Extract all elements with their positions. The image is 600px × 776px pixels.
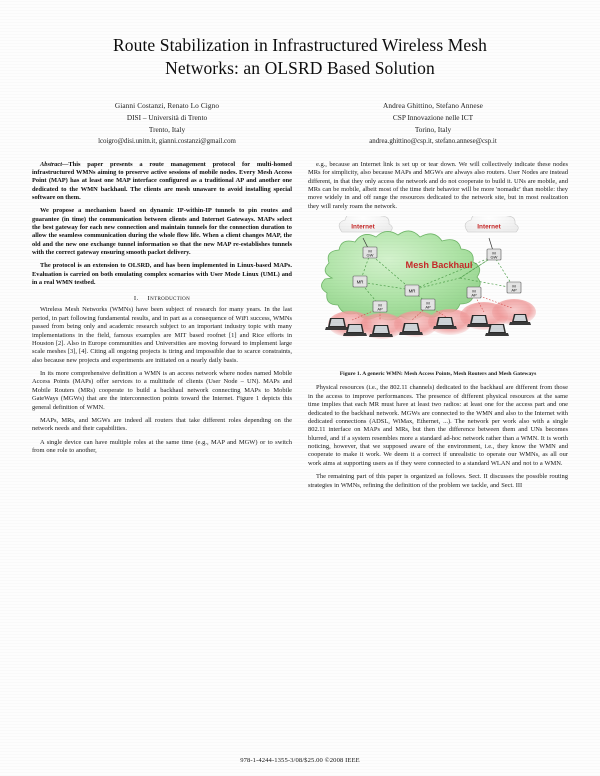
laptop-icon [509,314,531,326]
intro-paragraph-2: In its more comprehensive definition a W… [32,370,292,411]
svg-text:M: M [426,300,429,305]
figure-1-label: Figure 1. [339,371,362,378]
svg-text:GW: GW [367,252,374,257]
right-paragraph-3: The remaining part of this paper is orga… [308,473,568,489]
laptop-icon [399,323,423,336]
node-map-left: M AP [372,300,388,313]
author-emails-right: andrea.ghittino@csp.it, stefano.annese@c… [369,137,497,145]
internet-cloud-left-icon [338,216,393,233]
author-emails-left: lcoigro@disi.unitn.it, gianni.costanzi@g… [98,137,236,145]
abstract-text-1: —This paper presents a route management … [32,160,292,202]
author-affiliation-right: CSP Innovazione nelle ICT [392,113,474,122]
svg-text:AP: AP [471,292,477,297]
user-node-laptops [325,314,531,338]
svg-text:M: M [368,248,371,253]
figure-1-caption-text: A generic WMN: Mesh Access Points, Mesh … [362,371,537,378]
mesh-node-group: M GW MR MR [352,246,522,313]
right-paragraph-1: e.g., because an Internet link is set up… [308,160,568,210]
figure-1-caption: Figure 1. A generic WMN: Mesh Access Poi… [308,368,568,378]
laptop-icon [369,325,393,338]
svg-text:M: M [512,283,515,288]
abstract-label: Abstract [40,160,63,168]
node-mr-center: MR [404,284,420,297]
author-names-left: Gianni Costanzi, Renato Lo Cigno [114,101,220,111]
laptop-icon [485,324,509,337]
section-number: I. [133,295,139,303]
title-line-1: Route Stabilization in Infrastructured W… [112,35,487,55]
column-left: Abstract—This paper presents a route man… [32,161,292,461]
laptop-icon [343,324,367,337]
node-map-center: M AP [420,298,436,311]
intro-paragraph-3: MAPs, MRs, and MGWs are indeed all route… [32,416,292,433]
wmn-topology-diagram: M GW MR MR [321,216,536,340]
title-line-2: Networks: an OLSRD Based Solution [165,58,435,79]
column-right: e.g., because an Internet link is set up… [308,161,568,495]
internet-label-right: Internet [477,224,501,231]
author-location-left: Trento, Italy [148,124,186,134]
internet-cloud-right-icon [464,216,519,233]
mesh-backhaul-label: Mesh Backhaul [406,260,473,270]
author-location-right: Torino, Italy [414,124,452,134]
section-title: Introduction [147,295,191,303]
two-column-body: Abstract—This paper presents a route man… [0,147,600,495]
author-affiliation-left: DISI – Università di Trento [126,113,208,122]
node-map-right-upper: M AP [506,281,522,294]
svg-text:MR: MR [409,289,416,294]
node-map-right-lower: M AP [466,286,482,299]
page-title: Route Stabilization in Infrastructured W… [0,0,600,80]
svg-text:AP: AP [511,287,517,292]
figure-1: M GW MR MR [308,216,568,378]
svg-text:MR: MR [357,280,364,285]
right-paragraph-2: Physical resources (i.e., the 802.11 cha… [308,384,568,467]
svg-text:AP: AP [377,306,383,311]
abstract-paragraph-2: We propose a mechanism based on dynamic … [32,207,292,257]
laptop-icon [433,317,457,330]
abstract-paragraph-3: The protocol is an extension to OLSRD, a… [32,262,292,287]
laptop-icon [325,318,349,331]
intro-paragraph-1: Wireless Mesh Networks (WMNs) have been … [32,306,292,364]
svg-text:M: M [472,288,475,293]
laptop-icon [467,315,491,328]
author-group-right: Andrea Ghittino, Stefano Annese CSP Inno… [300,100,566,147]
section-heading-introduction: I. Introduction [32,295,292,302]
node-mr-left: MR [352,275,368,288]
svg-text:M: M [378,302,381,307]
author-block: Gianni Costanzi, Renato Lo Cigno DISI – … [0,80,600,147]
mesh-backhaul-cloud [321,230,481,321]
copyright-footer: 978-1-4244-1355-3/08/$25.00 ©2008 IEEE [240,757,360,764]
svg-text:M: M [492,250,495,255]
node-mgw-right: M GW [486,248,502,261]
author-names-right: Andrea Ghittino, Stefano Annese [383,101,483,111]
author-group-left: Gianni Costanzi, Renato Lo Cigno DISI – … [34,100,300,147]
abstract-paragraph-1: Abstract—This paper presents a route man… [32,161,292,203]
intro-paragraph-4: A single device can have multiple roles … [32,438,292,455]
node-mgw-left: M GW [362,246,378,259]
svg-text:AP: AP [425,304,431,309]
svg-text:GW: GW [491,254,498,259]
figure-1-image: M GW MR MR [308,216,568,368]
internet-label-left: Internet [351,224,375,231]
